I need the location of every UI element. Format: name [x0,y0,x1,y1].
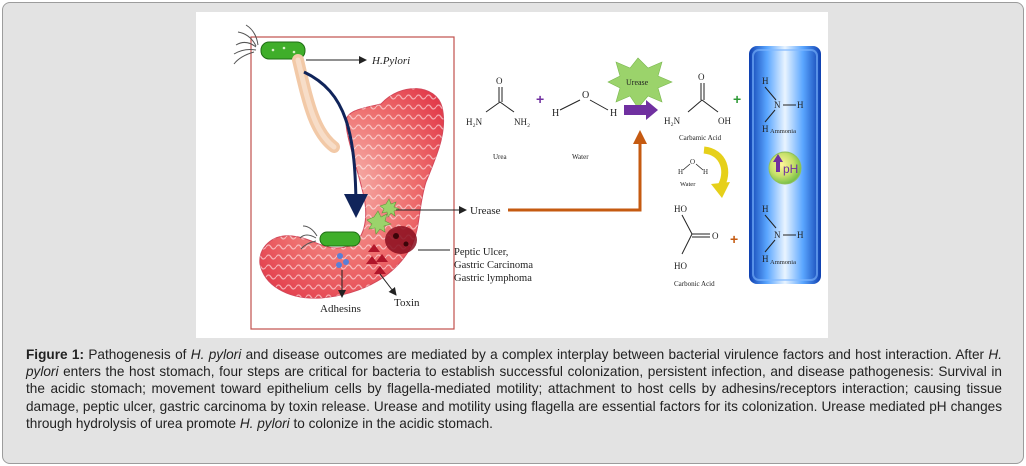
water-small-label: Water [680,181,696,188]
water-label: Water [572,153,589,161]
svg-text:H: H [762,254,769,264]
urease-cluster-icon [366,198,400,235]
bacterium-stomach-icon [299,225,361,250]
disease-label-2: Gastric Carcinoma [454,260,533,271]
caption-species-3: H. pylori [239,415,290,431]
ph-label: pH [783,162,798,176]
caption-species-2: H. pylori [26,347,1002,380]
adhesins-icon [336,253,349,268]
svg-text:H₂N: H₂N [466,117,483,127]
toxin-icon [366,244,388,274]
carbonic-acid-molecule: HO O HO [674,204,719,271]
caption-text-2: and disease outcomes are mediated by a c… [241,347,989,362]
carbonic-acid-label: Carbonic Acid [674,280,715,288]
stomach-panel-border [250,36,455,330]
urease-pathway-arrow [508,142,642,212]
plus-sign-3: + [730,231,738,247]
bacterium-top-icon [233,24,306,65]
ammonia-molecule-2: H N H H [762,204,804,264]
svg-text:H: H [610,108,617,119]
plus-sign-2: + [733,91,741,107]
svg-text:O: O [582,90,589,101]
svg-text:H: H [552,108,559,119]
svg-text:H: H [762,204,769,214]
disease-label-1: Peptic Ulcer, [454,247,508,258]
water-small-molecule: H O H [678,158,708,176]
caption-label: Figure 1: [26,347,84,362]
ammonia-label-1: Ammonia [770,128,796,135]
curved-yellow-arrow-icon [703,146,730,198]
carbamic-acid-label: Carbamic Acid [679,134,722,142]
hpylori-label: H.Pylori [371,55,410,67]
svg-text:O: O [690,158,695,166]
water-molecule: H O H [552,90,617,119]
ph-indicator: pH [768,151,802,185]
disease-label-3: Gastric lymphoma [454,273,532,284]
svg-text:OH: OH [718,116,731,126]
figure-image: H.Pylori Adhesins Urease Toxin Peptic Ul… [196,12,828,338]
svg-text:H: H [703,168,708,176]
ammonia-molecule-1: H N H H [762,76,804,134]
carbamic-acid-molecule: O H₂N OH [664,72,731,126]
caption-text-3: enters the host stomach, four steps are … [26,364,1002,431]
svg-text:N: N [774,230,781,240]
stomach-illustration [259,88,445,299]
reaction-arrow-icon [624,100,658,120]
caption-species-1: H. pylori [190,347,242,362]
svg-text:O: O [496,76,503,86]
svg-text:H: H [678,168,683,176]
figure-caption: Figure 1: Pathogenesis of H. pylori and … [26,346,1002,432]
caption-text-4: to colonize in the acidic stomach. [289,415,493,431]
svg-text:O: O [712,231,719,241]
urease-burst-label: Urease [626,78,649,87]
svg-text:HO: HO [674,204,687,214]
toxin-label: Toxin [394,297,420,309]
svg-text:O: O [698,72,705,82]
svg-text:NH₂: NH₂ [514,117,530,127]
caption-text-1: Pathogenesis of [83,347,191,362]
svg-text:N: N [774,100,781,110]
plus-sign-1: + [536,91,544,107]
svg-text:H: H [762,124,769,134]
urease-pathway-label: Urease [470,205,501,217]
svg-text:H: H [797,230,804,240]
svg-text:HO: HO [674,261,687,271]
svg-text:H: H [797,100,804,110]
urea-molecule: O H₂N NH₂ [466,76,530,127]
urea-label: Urea [493,153,507,161]
ammonia-label-2: Ammonia [770,259,796,266]
adhesins-label: Adhesins [320,303,361,315]
svg-text:H: H [762,76,769,86]
svg-text:H₂N: H₂N [664,116,681,126]
